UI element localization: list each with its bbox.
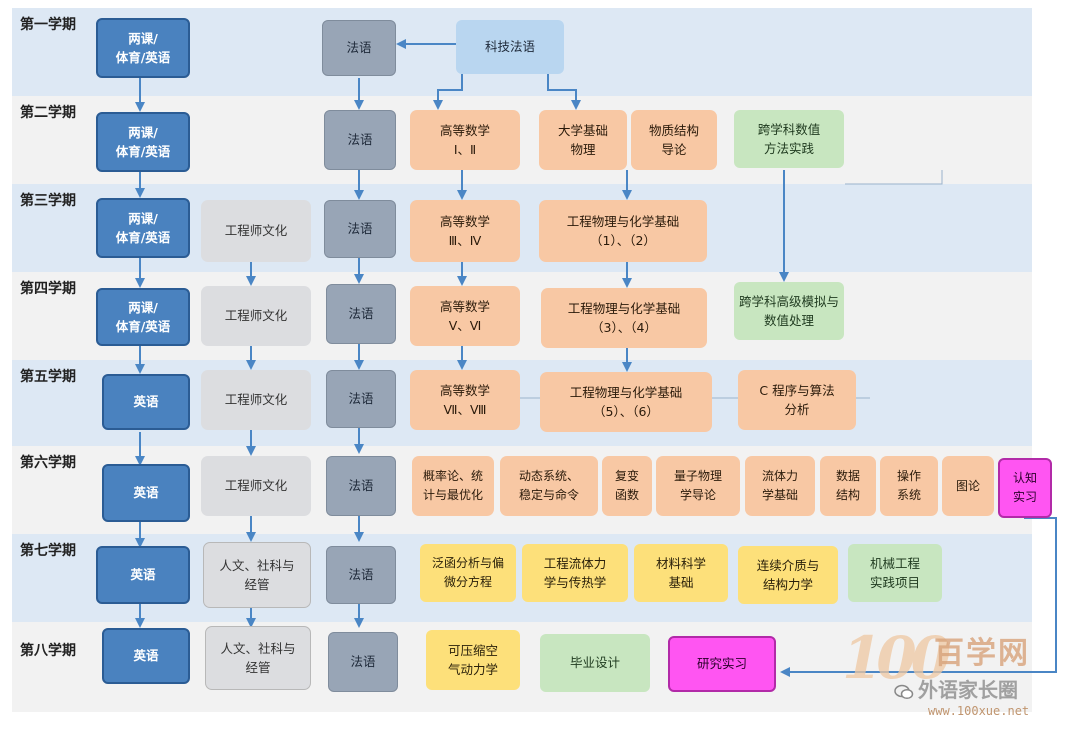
course-biye: 毕业设计	[540, 634, 650, 692]
term-label-7: 第七学期	[20, 543, 76, 559]
wechat-icon	[894, 681, 914, 699]
course-kuaxueke-gaoji: 跨学科高级模拟与 数值处理	[734, 282, 844, 340]
arrow	[433, 74, 463, 110]
course-fayu-7: 法语	[326, 546, 396, 604]
course-fayu-6: 法语	[326, 456, 396, 516]
course-phys-chem-1-2: 工程物理与化学基础 （1）、（2）	[539, 200, 707, 262]
course-tulun: 图论	[942, 456, 994, 516]
course-renwen-8: 人文、社科与 经管	[205, 626, 311, 690]
course-fayu-3: 法语	[324, 200, 396, 258]
course-jixie: 机械工程 实践项目	[848, 544, 942, 602]
term-label-6: 第六学期	[20, 455, 76, 471]
course-yingyu-5: 英语	[102, 374, 190, 430]
watermark-logo-digits: 100	[842, 624, 951, 692]
course-fubian: 复变 函数	[602, 456, 652, 516]
course-gailvlun: 概率论、统 计与最优化	[412, 456, 494, 516]
course-shuju-jiegou: 数据 结构	[820, 456, 876, 516]
course-liangke-3: 两课/ 体育/英语	[96, 198, 190, 258]
course-gongchengshi-4: 工程师文化	[201, 286, 311, 346]
arrow	[780, 517, 1057, 677]
watermark: 100 百学网 外语家长圈 www.100xue.net	[842, 624, 1072, 724]
course-renzhi-shixi: 认知 实习	[998, 458, 1052, 518]
course-liangzi: 量子物理 学导论	[656, 456, 740, 516]
course-math-5-6: 高等数学 Ⅴ、Ⅵ	[410, 286, 520, 346]
course-liangke-4: 两课/ 体育/英语	[96, 288, 190, 346]
course-fayu-2: 法语	[324, 110, 396, 170]
watermark-site: www.100xue.net	[928, 704, 1030, 718]
term-label-2: 第二学期	[20, 105, 76, 121]
course-fanhan: 泛函分析与偏 微分方程	[420, 544, 516, 602]
course-keji-fayu: 科技法语	[456, 20, 564, 74]
decor-line	[845, 170, 943, 185]
course-math-3-4: 高等数学 Ⅲ、Ⅳ	[410, 200, 520, 262]
course-cailiao: 材料科学 基础	[634, 544, 728, 602]
term-label-1: 第一学期	[20, 17, 76, 33]
course-gongchengshi-6: 工程师文化	[201, 456, 311, 516]
course-renwen-7: 人文、社科与 经管	[203, 542, 311, 608]
course-fayu-1: 法语	[322, 20, 396, 76]
course-liangke-1: 两课/ 体育/英语	[96, 18, 190, 78]
course-phys-chem-3-4: 工程物理与化学基础 （3）、（4）	[541, 288, 707, 348]
arrow	[547, 74, 581, 110]
course-fayu-5: 法语	[326, 370, 396, 428]
course-lianxu: 连续介质与 结构力学	[738, 546, 838, 604]
course-fayu-4: 法语	[326, 284, 396, 344]
watermark-wechat-name: 外语家长圈	[918, 678, 1018, 702]
course-keyasuo: 可压缩空 气动力学	[426, 630, 520, 690]
term-label-4: 第四学期	[20, 281, 76, 297]
course-liangke-2: 两课/ 体育/英语	[96, 112, 190, 172]
course-gongchengshi-5: 工程师文化	[201, 370, 311, 430]
course-math-1-2: 高等数学 Ⅰ、Ⅱ	[410, 110, 520, 170]
course-gongchengshi-3: 工程师文化	[201, 200, 311, 262]
course-fayu-8: 法语	[328, 632, 398, 692]
course-yingyu-7: 英语	[96, 546, 190, 604]
course-yanjiu: 研究实习	[668, 636, 776, 692]
course-liuti-jichu: 流体力 学基础	[745, 456, 815, 516]
course-dongtai: 动态系统、 稳定与命令	[500, 456, 598, 516]
watermark-logo-text: 百学网	[934, 636, 1030, 671]
term-label-3: 第三学期	[20, 193, 76, 209]
course-wuzhi-jiegou: 物质结构 导论	[631, 110, 717, 170]
course-math-7-8: 高等数学 Ⅶ、Ⅷ	[410, 370, 520, 430]
course-kuaxueke-shuzhi: 跨学科数值 方法实践	[734, 110, 844, 168]
course-daxue-wuli: 大学基础 物理	[539, 110, 627, 170]
course-phys-chem-5-6: 工程物理与化学基础 （5）、（6）	[540, 372, 712, 432]
course-gongcheng-liuti: 工程流体力 学与传热学	[522, 544, 628, 602]
course-yingyu-8: 英语	[102, 628, 190, 684]
term-label-8: 第八学期	[20, 643, 76, 659]
course-caozuo-xitong: 操作 系统	[880, 456, 938, 516]
term-label-5: 第五学期	[20, 369, 76, 385]
course-c-program: C 程序与算法 分析	[738, 370, 856, 430]
course-yingyu-6: 英语	[102, 464, 190, 522]
